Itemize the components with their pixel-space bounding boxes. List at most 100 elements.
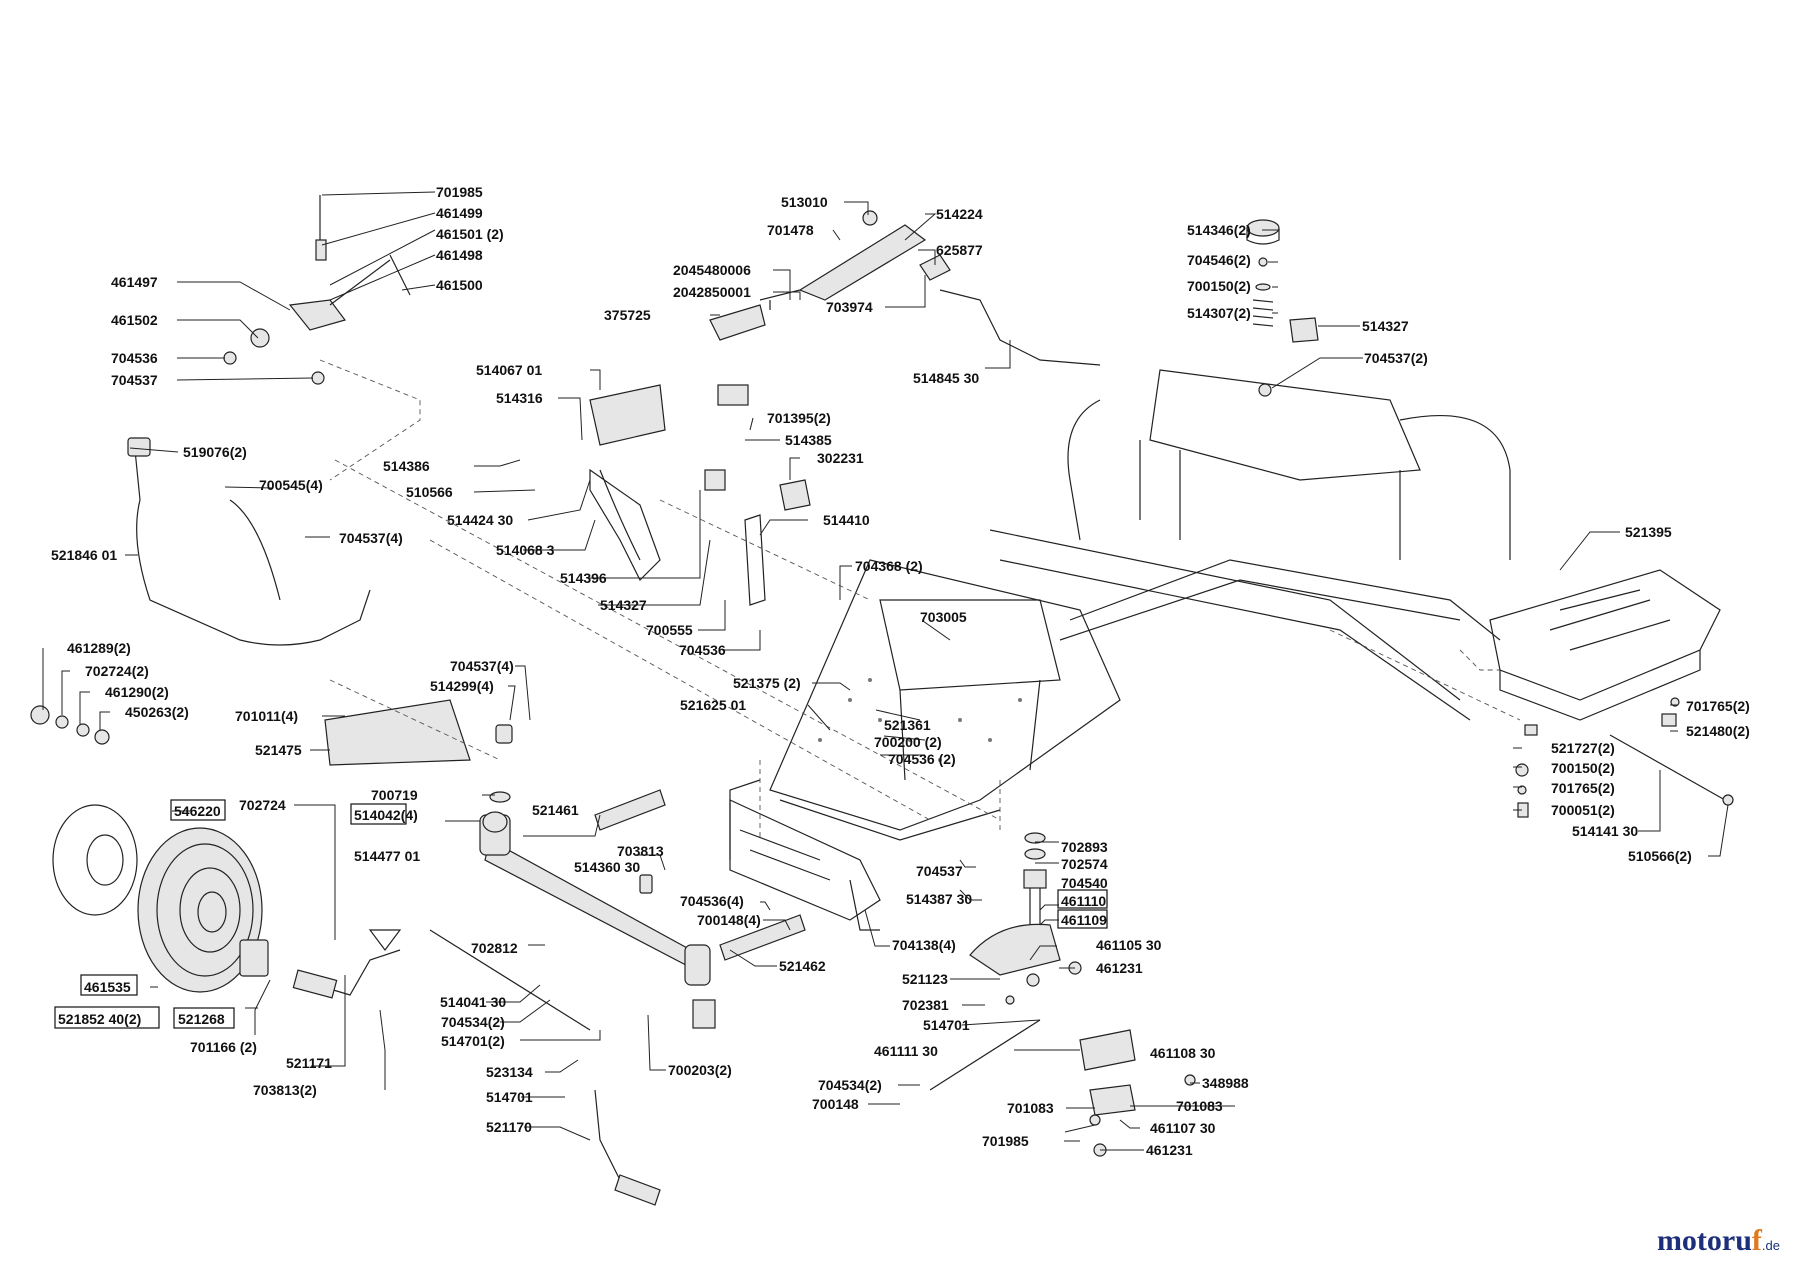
- leader-lines: [42, 191, 1729, 1151]
- label-514385: 514385: [785, 432, 832, 448]
- label-700051: 700051(2): [1551, 802, 1615, 818]
- label-700150-a: 700150(2): [1187, 278, 1251, 294]
- label-701083-a: 701083: [1007, 1100, 1054, 1116]
- label-521480: 521480(2): [1686, 723, 1750, 739]
- label-700719: 700719: [371, 787, 418, 803]
- label-514224: 514224: [936, 206, 983, 222]
- label-701985-b: 701985: [982, 1133, 1029, 1149]
- label-704138: 704138(4): [892, 937, 956, 953]
- label-521170: 521170: [486, 1119, 532, 1135]
- label-523134: 523134: [486, 1064, 533, 1080]
- label-546220: 546220: [174, 803, 221, 819]
- label-514387: 514387 30: [906, 891, 972, 907]
- label-521123: 521123: [902, 971, 948, 987]
- label-514067: 514067 01: [476, 362, 542, 378]
- label-701166: 701166 (2): [190, 1039, 257, 1055]
- label-461500: 461500: [436, 277, 483, 293]
- label-boxes: [54, 799, 1108, 1029]
- label-700203: 700203(2): [668, 1062, 732, 1078]
- label-514410: 514410: [823, 512, 870, 528]
- label-704537-d: 704537(4): [450, 658, 514, 674]
- label-302231: 302231: [817, 450, 864, 466]
- label-521361: 521361: [884, 717, 931, 733]
- label-704537-b: 704537(2): [1364, 350, 1428, 366]
- label-514068: 514068 3: [496, 542, 555, 558]
- label-2045480006: 2045480006: [673, 262, 751, 278]
- label-514396: 514396: [560, 570, 607, 586]
- brand-tld: .de: [1761, 1238, 1780, 1253]
- label-704534-b: 704534(2): [818, 1077, 882, 1093]
- label-703813-a: 703813: [617, 843, 664, 859]
- label-461109: 461109: [1061, 912, 1107, 928]
- label-375725: 375725: [604, 307, 651, 323]
- label-461535: 461535: [84, 979, 131, 995]
- label-514386: 514386: [383, 458, 430, 474]
- label-514299: 514299(4): [430, 678, 494, 694]
- label-461105: 461105 30: [1096, 937, 1162, 953]
- label-704540: 704540: [1061, 875, 1108, 891]
- label-700545: 700545(4): [259, 477, 323, 493]
- label-702381: 702381: [902, 997, 949, 1013]
- label-701478: 701478: [767, 222, 814, 238]
- label-521846: 521846 01: [51, 547, 117, 563]
- label-704536-d: 704536(4): [680, 893, 744, 909]
- label-700150-b: 700150(2): [1551, 760, 1615, 776]
- label-521462: 521462: [779, 958, 826, 974]
- label-700148-a: 700148(4): [697, 912, 761, 928]
- label-521625: 521625 01: [680, 697, 746, 713]
- label-703974: 703974: [826, 299, 873, 315]
- label-521171: 521171: [286, 1055, 332, 1071]
- label-521375: 521375 (2): [733, 675, 801, 691]
- label-461501: 461501 (2): [436, 226, 504, 242]
- label-702724-a: 702724(2): [85, 663, 149, 679]
- label-704546: 704546(2): [1187, 252, 1251, 268]
- brand-logo: motoruf.de: [1657, 1224, 1780, 1258]
- label-461289: 461289(2): [67, 640, 131, 656]
- label-701395: 701395(2): [767, 410, 831, 426]
- label-510566-a: 510566: [406, 484, 453, 500]
- label-701011: 701011(4): [235, 708, 298, 724]
- label-521727: 521727(2): [1551, 740, 1615, 756]
- label-700148-b: 514701: [486, 1089, 533, 1105]
- label-514042: 514042(4): [354, 807, 418, 823]
- label-514360: 514360 30: [574, 859, 640, 875]
- label-514307: 514307(2): [1187, 305, 1251, 321]
- label-704536-a: 704536: [111, 350, 158, 366]
- label-461502: 461502: [111, 312, 158, 328]
- label-514327-b: 514327: [600, 597, 647, 613]
- label-700200: 700200 (2): [874, 734, 942, 750]
- front-wheel: [52, 804, 269, 993]
- label-701765-a: 701765(2): [1686, 698, 1750, 714]
- label-701765-b: 701765(2): [1551, 780, 1615, 796]
- label-461290: 461290(2): [105, 684, 169, 700]
- label-702893: 702893: [1061, 839, 1108, 855]
- label-521475: 521475: [255, 742, 302, 758]
- label-521852: 521852 40(2): [58, 1011, 141, 1027]
- label-513010: 513010: [781, 194, 828, 210]
- label-521268: 521268: [178, 1011, 225, 1027]
- label-514701-b: 514701(2): [441, 1033, 505, 1049]
- label-514701-a: 514701: [923, 1017, 970, 1033]
- label-450263: 450263(2): [125, 704, 189, 720]
- label-704537-a: 704537: [111, 372, 158, 388]
- label-461231-a: 461231: [1096, 960, 1143, 976]
- label-461231-b: 461231: [1146, 1142, 1193, 1158]
- label-514477: 514477 01: [354, 848, 420, 864]
- label-514041: 514041 30: [440, 994, 506, 1010]
- front-bumper: [127, 437, 371, 646]
- label-514316: 514316: [496, 390, 543, 406]
- label-704534-a: 704534(2): [441, 1014, 505, 1030]
- label-701083-b: 701083: [1176, 1098, 1223, 1114]
- label-704537-e: 704537: [916, 863, 963, 879]
- label-461498: 461498: [436, 247, 483, 263]
- alignment-lines: [319, 359, 1521, 840]
- label-514845: 514845 30: [913, 370, 979, 386]
- label-461499: 461499: [436, 205, 483, 221]
- label-461497: 461497: [111, 274, 158, 290]
- label-625877: 625877: [936, 242, 983, 258]
- label-702574: 702574: [1061, 856, 1108, 872]
- label-704536-b: 704536: [679, 642, 726, 658]
- label-514346: 514346(2): [1187, 222, 1251, 238]
